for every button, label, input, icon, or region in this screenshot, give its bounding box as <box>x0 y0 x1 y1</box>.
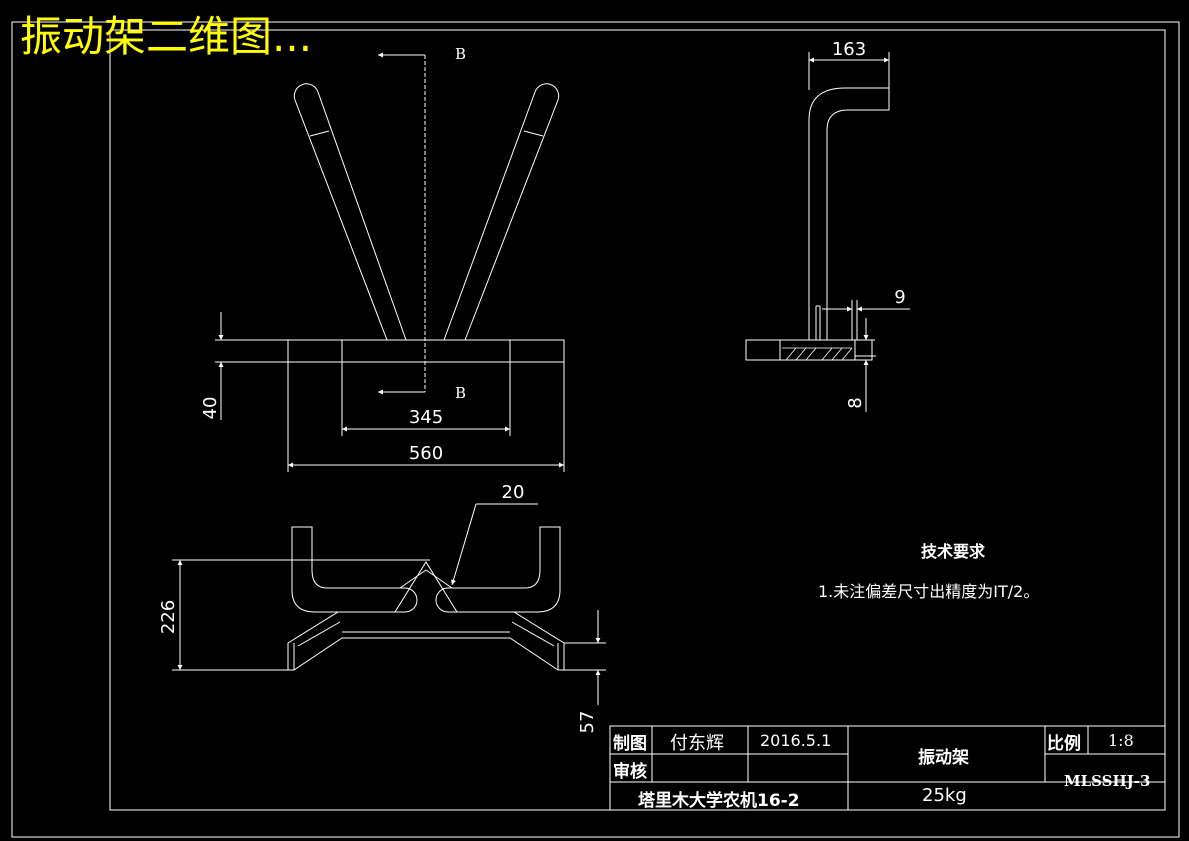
plan-view <box>172 503 606 705</box>
plan-right-hook <box>435 526 561 613</box>
outer-border <box>11 21 1180 838</box>
tb-review-label: 审核 <box>613 762 647 782</box>
dim-163: 163 <box>832 39 866 60</box>
tb-scale-value: 1:8 <box>1108 731 1134 750</box>
dim-345: 345 <box>409 407 443 428</box>
dim-9: 9 <box>894 287 905 308</box>
front-base-plate <box>287 339 565 363</box>
title-block <box>609 725 1166 811</box>
tb-drawn-by: 付东辉 <box>670 733 724 754</box>
tb-weight: 25kg <box>922 785 967 806</box>
tb-date: 2016.5.1 <box>760 731 832 750</box>
dim-20: 20 <box>502 482 525 503</box>
tb-drawing-no: MLSSHJ-3 <box>1064 772 1151 790</box>
dim-560: 560 <box>409 443 443 464</box>
side-view <box>745 52 910 412</box>
tb-part-name: 振动架 <box>918 748 969 768</box>
plan-left-hook <box>291 526 418 613</box>
drawing-title: 振动架二维图... <box>20 12 313 61</box>
front-view <box>215 52 565 472</box>
front-left-arm <box>294 99 388 341</box>
dim-40: 40 <box>200 397 221 420</box>
side-bent-bar <box>808 87 890 340</box>
tb-school: 塔里木大学农机16-2 <box>638 791 800 811</box>
inner-border <box>109 29 1166 811</box>
side-base-plate <box>745 339 873 361</box>
plan-frame <box>287 561 565 671</box>
dim-57: 57 <box>577 711 598 734</box>
section-label-bottom: B <box>455 384 466 402</box>
dim-8: 8 <box>845 397 866 408</box>
tech-item: 1.未注偏差尺寸出精度为IT/2。 <box>818 582 1039 601</box>
section-label-top: B <box>455 45 466 63</box>
tb-drawn-label: 制图 <box>613 734 647 754</box>
tb-scale-label: 比例 <box>1047 734 1081 754</box>
front-right-arm <box>443 91 536 341</box>
tech-heading: 技术要求 <box>921 542 986 561</box>
dim-226: 226 <box>158 600 179 634</box>
